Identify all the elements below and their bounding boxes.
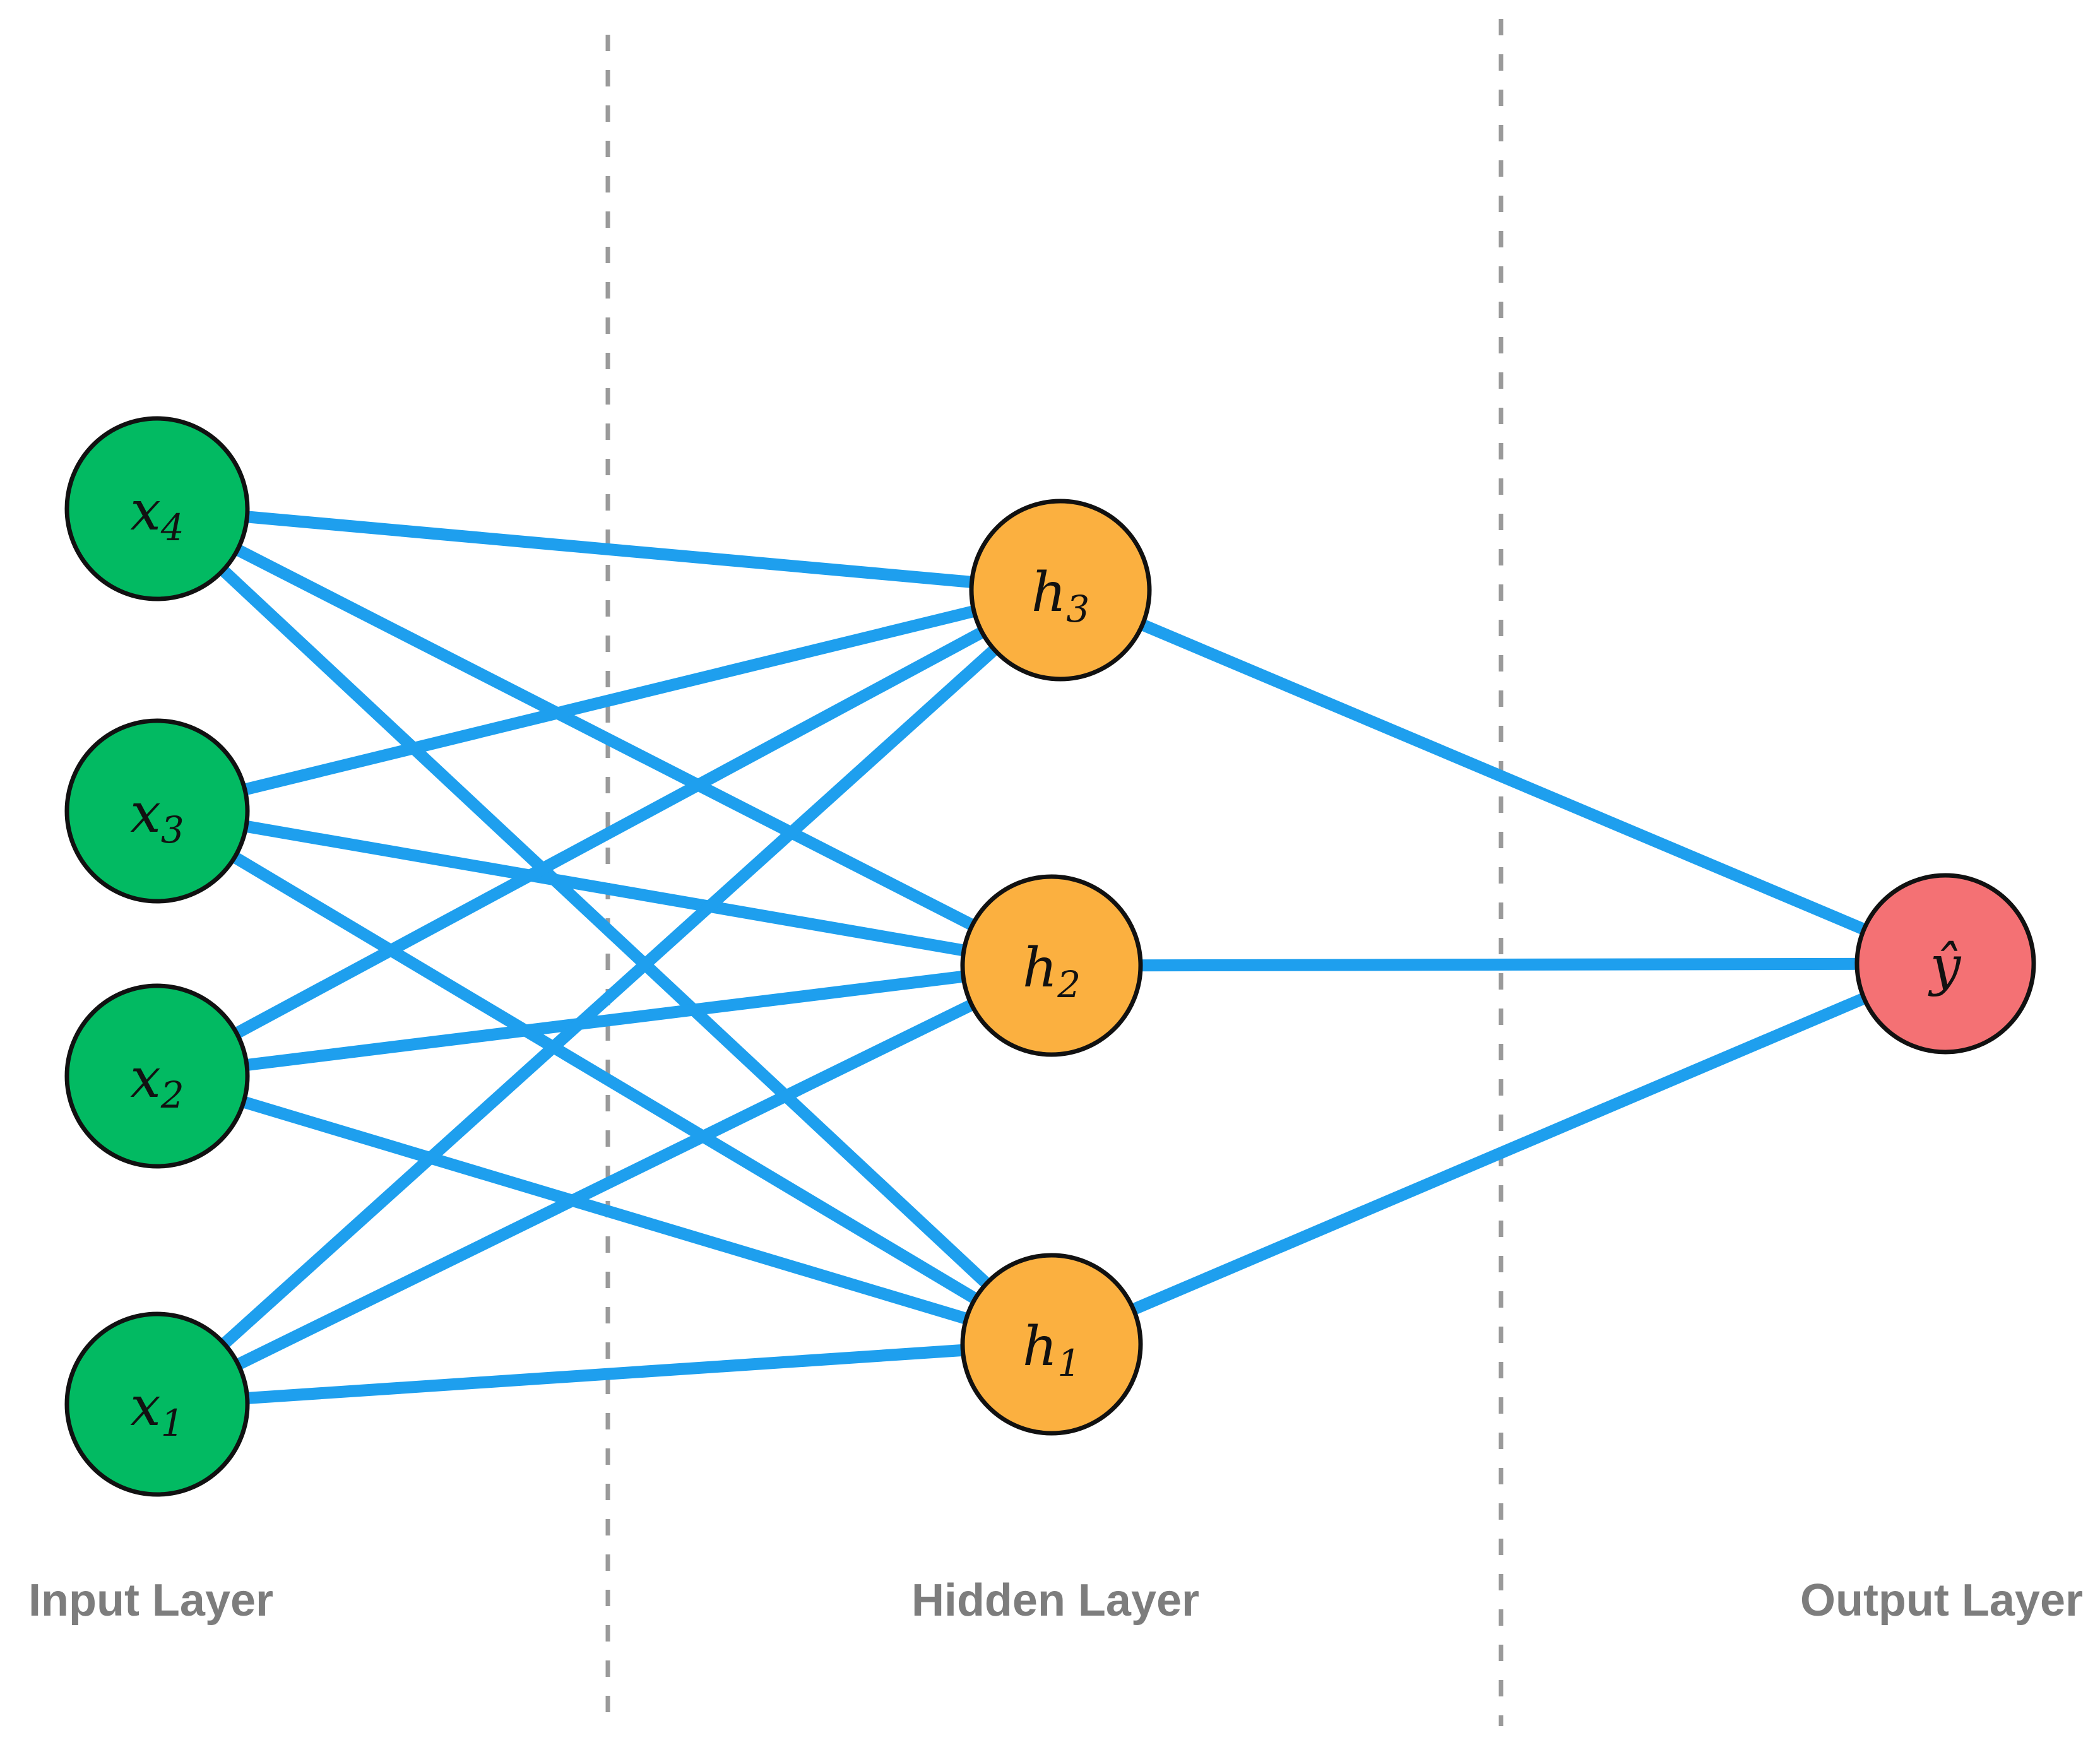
node-circle-h3 xyxy=(969,499,1152,682)
node-x1[interactable]: x1 xyxy=(64,1311,250,1497)
node-label-x2: x2 xyxy=(130,1047,184,1116)
edge-h2-yhat xyxy=(1045,957,1952,972)
node-label-h3: h3 xyxy=(1031,561,1089,630)
node-label-h1: h1 xyxy=(1023,1315,1081,1385)
edge-x3-h2 xyxy=(151,805,1058,972)
edge-x1-h2 xyxy=(151,959,1058,1411)
node-label-x4: x4 xyxy=(130,480,184,549)
edge-x2-h3 xyxy=(151,584,1067,1082)
edge-x4-h1 xyxy=(151,502,1058,1351)
neuron-nodes: x4 x3 x2 x1 h3 h2 h1 ŷ xyxy=(64,416,2036,1497)
label-output-layer: Output Layer xyxy=(1800,1575,2083,1626)
edge-h3-yhat xyxy=(1054,584,1952,970)
node-yhat[interactable]: ŷ xyxy=(1854,873,2036,1055)
node-label-yhat: ŷ xyxy=(1928,935,1962,998)
node-label-h2: h2 xyxy=(1023,937,1081,1006)
node-x4[interactable]: x4 xyxy=(64,416,250,601)
edge-x4-h3 xyxy=(151,502,1067,596)
node-x3[interactable]: x3 xyxy=(64,718,250,904)
edge-x1-h3 xyxy=(151,584,1067,1411)
node-circle-x4 xyxy=(64,416,250,601)
layer-labels: Input Layer Hidden Layer Output Layer xyxy=(28,1575,2083,1626)
label-input-layer: Input Layer xyxy=(28,1575,273,1626)
node-label-x3: x3 xyxy=(130,782,184,851)
node-circle-x2 xyxy=(64,983,250,1169)
edge-x2-h2 xyxy=(151,959,1058,1082)
edge-x2-h1 xyxy=(151,1070,1058,1351)
node-h2[interactable]: h2 xyxy=(960,874,1143,1057)
edge-h1-yhat xyxy=(1045,957,1952,1351)
node-label-x1: x1 xyxy=(130,1375,184,1445)
node-circle-yhat xyxy=(1854,873,2036,1055)
edge-x4-h2 xyxy=(151,502,1058,972)
node-circle-h1 xyxy=(960,1253,1143,1436)
node-h1[interactable]: h1 xyxy=(960,1253,1143,1436)
edge-x3-h3 xyxy=(151,584,1067,817)
node-circle-x3 xyxy=(64,718,250,904)
node-circle-h2 xyxy=(960,874,1143,1057)
node-h3[interactable]: h3 xyxy=(969,499,1152,682)
edge-x3-h1 xyxy=(151,805,1058,1351)
node-circle-x1 xyxy=(64,1311,250,1497)
connection-edges xyxy=(151,502,1952,1411)
node-x2[interactable]: x2 xyxy=(64,983,250,1169)
label-hidden-layer: Hidden Layer xyxy=(911,1575,1199,1626)
layer-dividers xyxy=(605,19,1504,1726)
edge-x1-h1 xyxy=(151,1338,1058,1411)
